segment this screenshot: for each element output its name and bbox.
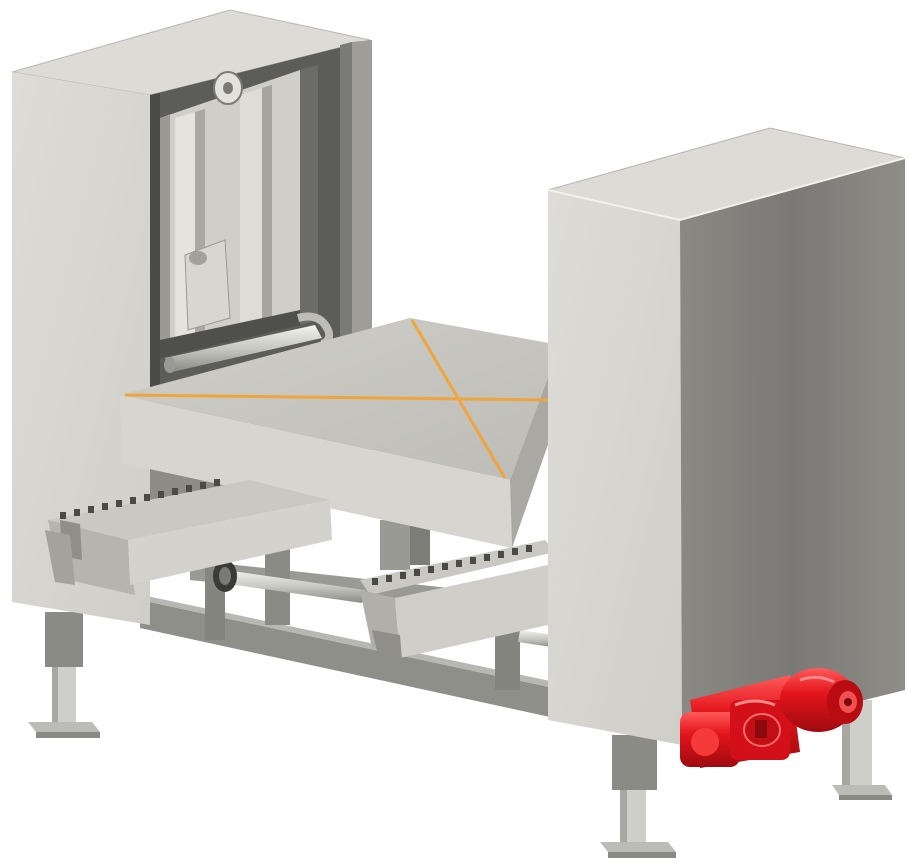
lift-platform — [120, 318, 560, 548]
left-housing — [11, 9, 372, 625]
drive-shaft — [213, 560, 560, 648]
support-leg-front-left — [28, 612, 100, 738]
drive-motor — [680, 668, 863, 768]
guide-line-diagonal — [410, 319, 507, 479]
right-housing — [547, 127, 906, 745]
left-conveyor — [45, 479, 332, 595]
guide-line-horizontal — [124, 393, 549, 402]
right-conveyor — [360, 540, 555, 660]
support-leg-front-right — [600, 735, 676, 858]
